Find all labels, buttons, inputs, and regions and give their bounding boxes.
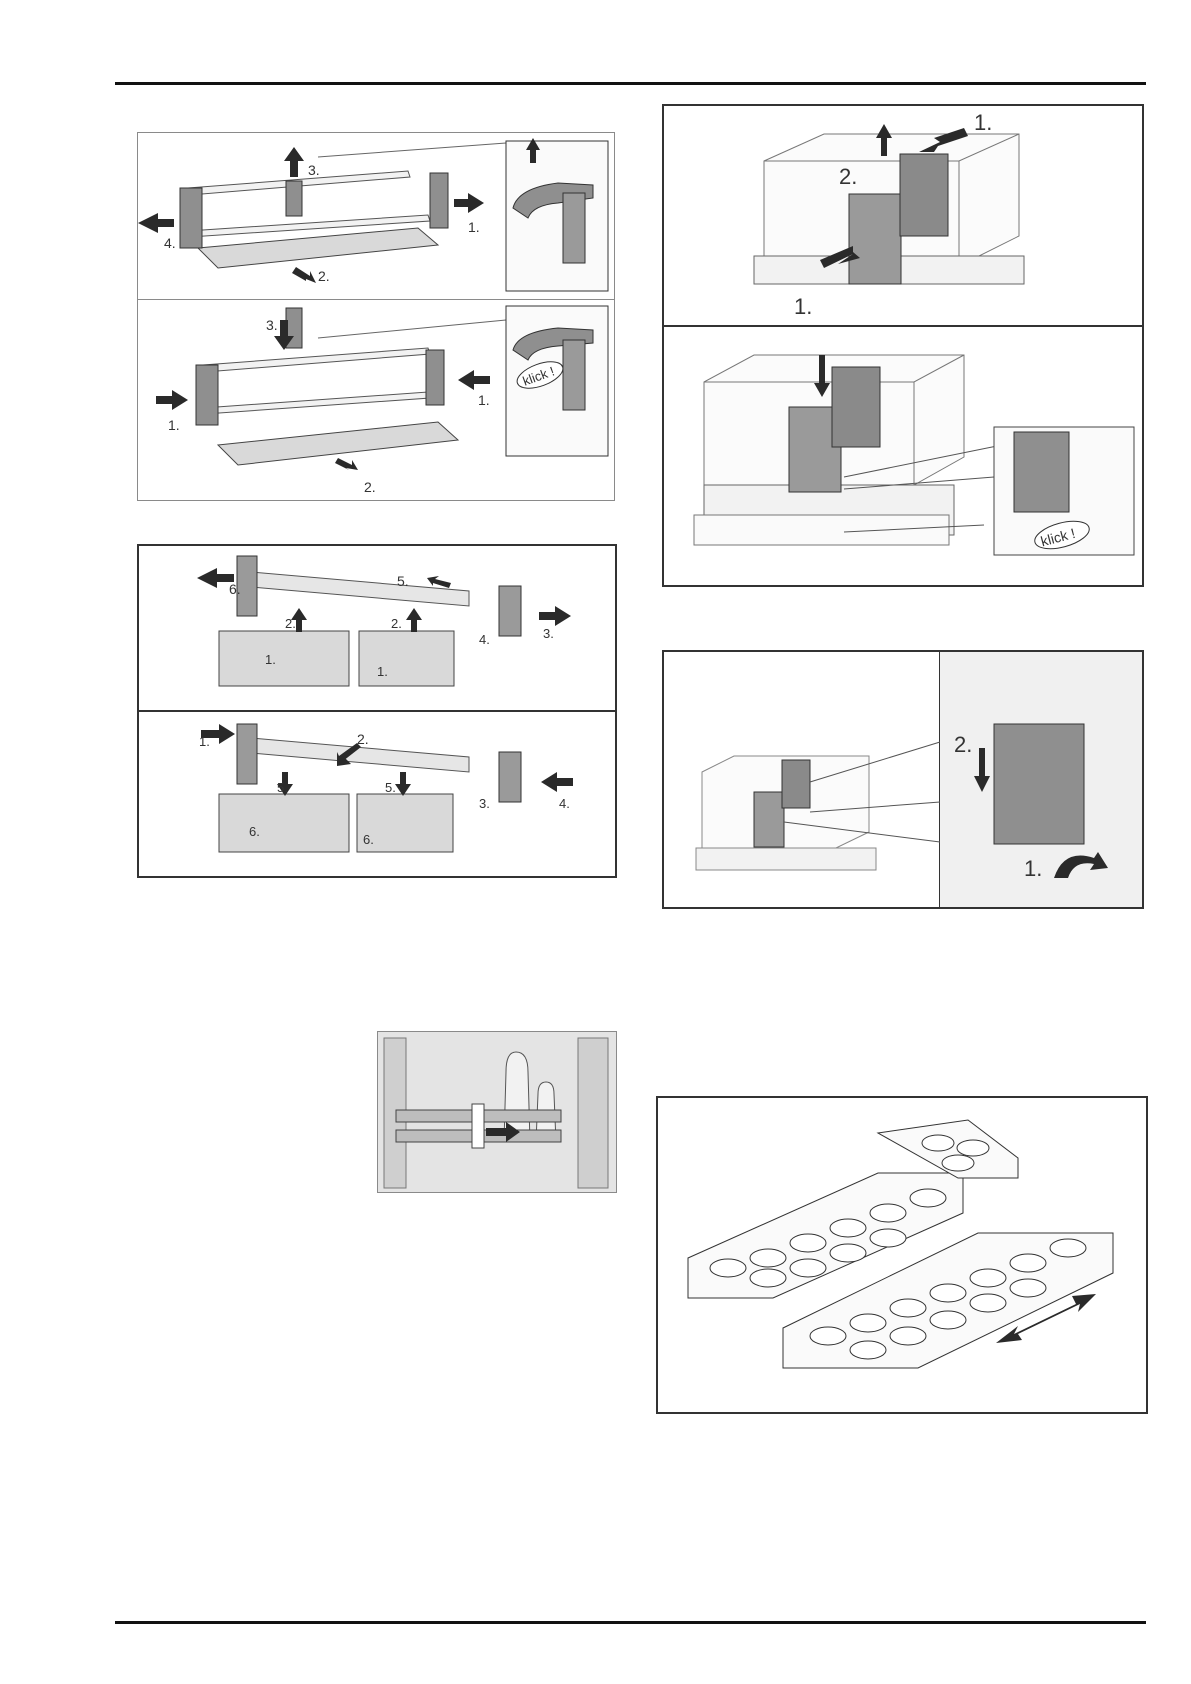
figure-box-divider-install: klick ! [662,325,1144,587]
step-label: 2. [364,479,376,495]
step-label: 3. [266,317,278,333]
figure-box-divider-remove: 1. 2. 1. [662,104,1144,329]
step-label: 3. [543,626,554,641]
step-label: 1. [265,652,276,667]
header-rule [115,82,1146,85]
figure-divider-fold: 2. 1. [662,650,1144,909]
step-label: 2. [285,616,296,631]
figure-shelf-install: 3. 1. 1. 2. klick ! [137,299,615,501]
step-label: 3. [308,162,320,178]
step-label: 4. [479,632,490,647]
step-label: 1. [478,392,490,408]
step-label: 4. [164,235,176,251]
step-label: 1. [794,294,812,319]
figure-shelf-remove: 3. 1. 2. 4. [137,132,615,301]
step-label: 6. [229,581,241,597]
step-label: 2. [318,268,330,284]
step-label: 1. [1024,856,1042,881]
figure-bottle-holder [377,1031,617,1193]
step-label: 6. [249,824,260,839]
step-label: 1. [168,417,180,433]
step-label: 6. [363,832,374,847]
step-label: 2. [391,616,402,631]
step-label: 1. [377,664,388,679]
step-label: 1. [974,110,992,135]
figure-drawer-install: 1. 2. 3. 4. 5. 5. 6. 6. [137,710,617,878]
step-label: 1. [199,734,210,749]
figure-drawer-remove: 6. 5. 2. 2. 1. 1. 3. 4. [137,544,617,714]
step-label: 3. [479,796,490,811]
step-label: 5. [397,573,409,589]
step-label: 2. [839,164,857,189]
step-label: 1. [468,219,480,235]
step-label: 2. [357,731,369,747]
step-label: 2. [954,732,972,757]
step-label: 5. [385,780,396,795]
step-label: 4. [559,796,570,811]
figure-egg-tray [656,1096,1148,1414]
step-label: 5. [277,780,288,795]
footer-rule [115,1621,1146,1624]
